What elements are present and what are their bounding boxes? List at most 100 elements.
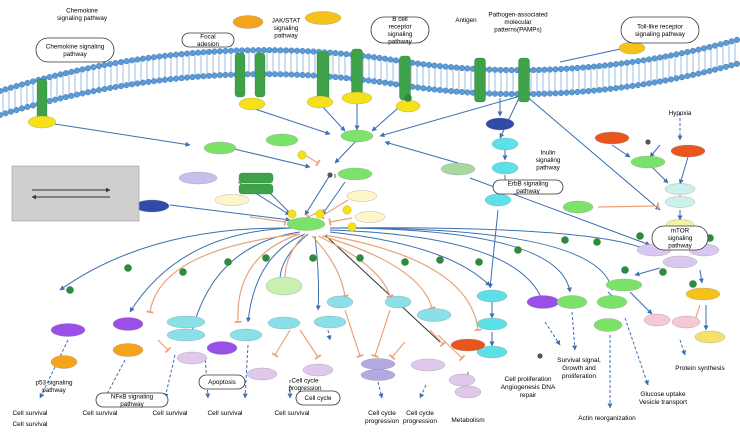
- membrane-head: [161, 52, 168, 59]
- membrane-head: [602, 62, 609, 69]
- membrane-head: [189, 50, 196, 57]
- membrane-head: [0, 88, 3, 94]
- membrane-head: [13, 83, 20, 90]
- membrane-head: [530, 67, 537, 74]
- node-cdk: [360, 358, 396, 370]
- membrane-head: [624, 83, 631, 90]
- membrane-head: [249, 47, 256, 54]
- phospho-marker: [621, 266, 629, 274]
- membrane-head: [117, 83, 124, 90]
- membrane-head: [150, 54, 157, 61]
- membrane-head: [442, 63, 449, 70]
- membrane-head: [371, 54, 378, 61]
- phospho-small-marker: [342, 205, 352, 215]
- membrane-head: [629, 82, 636, 89]
- membrane-head: [712, 42, 719, 49]
- membrane-head: [46, 74, 53, 81]
- node-itga: [254, 52, 266, 98]
- membrane-head: [7, 84, 14, 91]
- node-pdk1: [337, 167, 373, 181]
- node-bcr: [399, 55, 411, 101]
- membrane-head: [200, 49, 207, 56]
- membrane-head: [640, 57, 647, 64]
- membrane-head: [19, 81, 26, 88]
- membrane-head: [343, 75, 350, 82]
- membrane-head: [563, 65, 570, 72]
- membrane-head: [277, 71, 284, 78]
- node-syk: [395, 99, 421, 113]
- membrane-head: [574, 64, 581, 71]
- membrane-head: [552, 66, 559, 73]
- membrane-head: [706, 44, 713, 51]
- membrane-head: [222, 47, 229, 54]
- phospho-marker: [593, 238, 601, 246]
- amp-dot: [645, 139, 651, 145]
- membrane-head: [657, 78, 664, 85]
- membrane-head: [596, 63, 603, 70]
- node-eif4b: [671, 315, 701, 329]
- membrane-head: [536, 90, 543, 97]
- membrane-head: [266, 47, 273, 54]
- membrane-head: [459, 65, 466, 72]
- membrane-head: [338, 74, 345, 81]
- membrane-head: [63, 94, 70, 101]
- membrane-head: [437, 63, 444, 70]
- membrane-head: [728, 38, 735, 45]
- membrane-head: [30, 78, 37, 85]
- phospho-marker: [514, 246, 522, 254]
- outcome-actin: Actin reorganization: [578, 415, 636, 422]
- membrane-head: [79, 90, 86, 97]
- membrane-head: [717, 65, 724, 72]
- node-irs1: [440, 162, 476, 176]
- phospho-marker: [561, 236, 569, 244]
- membrane-head: [613, 61, 620, 68]
- membrane-head: [420, 61, 427, 68]
- membrane-head: [585, 88, 592, 95]
- node-nur77: [166, 328, 206, 342]
- bubble-focal: [181, 32, 235, 48]
- membrane-head: [371, 78, 378, 85]
- membrane-head: [79, 66, 86, 73]
- node-enos: [526, 295, 560, 309]
- node-tsc1: [664, 183, 696, 195]
- node-redd1: [670, 144, 706, 158]
- membrane-head: [541, 90, 548, 97]
- bubble-cell-cycle-label: Cell cycle: [305, 395, 332, 402]
- membrane-head: [668, 52, 675, 59]
- membrane-head: [277, 47, 284, 54]
- bubble-erbb: [492, 179, 564, 195]
- membrane-head: [106, 61, 113, 68]
- membrane-head: [167, 76, 174, 83]
- membrane-head: [233, 47, 240, 54]
- membrane-head: [101, 62, 108, 69]
- membrane-head: [194, 73, 201, 80]
- membrane-head: [205, 48, 212, 55]
- node-cyclin: [360, 369, 396, 381]
- node-p1433: [265, 276, 303, 296]
- node-ctmp: [346, 190, 378, 202]
- membrane-head: [150, 78, 157, 85]
- membrane-head: [90, 64, 97, 71]
- membrane-head: [717, 41, 724, 48]
- phospho-marker: [224, 258, 232, 266]
- membrane-head: [646, 80, 653, 87]
- membrane-head: [464, 65, 471, 72]
- membrane-head: [338, 50, 345, 57]
- membrane-head: [272, 71, 279, 78]
- membrane-head: [393, 57, 400, 64]
- membrane-head: [497, 66, 504, 73]
- node-phlpp: [214, 194, 250, 206]
- membrane-head: [492, 66, 499, 73]
- membrane-head: [95, 87, 102, 94]
- inhibition-edges: [146, 151, 701, 362]
- membrane-head: [101, 86, 108, 93]
- membrane-head: [57, 95, 64, 102]
- membrane-head: [216, 48, 223, 55]
- bubble-bcell: [370, 16, 430, 44]
- node-mek: [476, 317, 508, 331]
- node-bad: [267, 316, 301, 330]
